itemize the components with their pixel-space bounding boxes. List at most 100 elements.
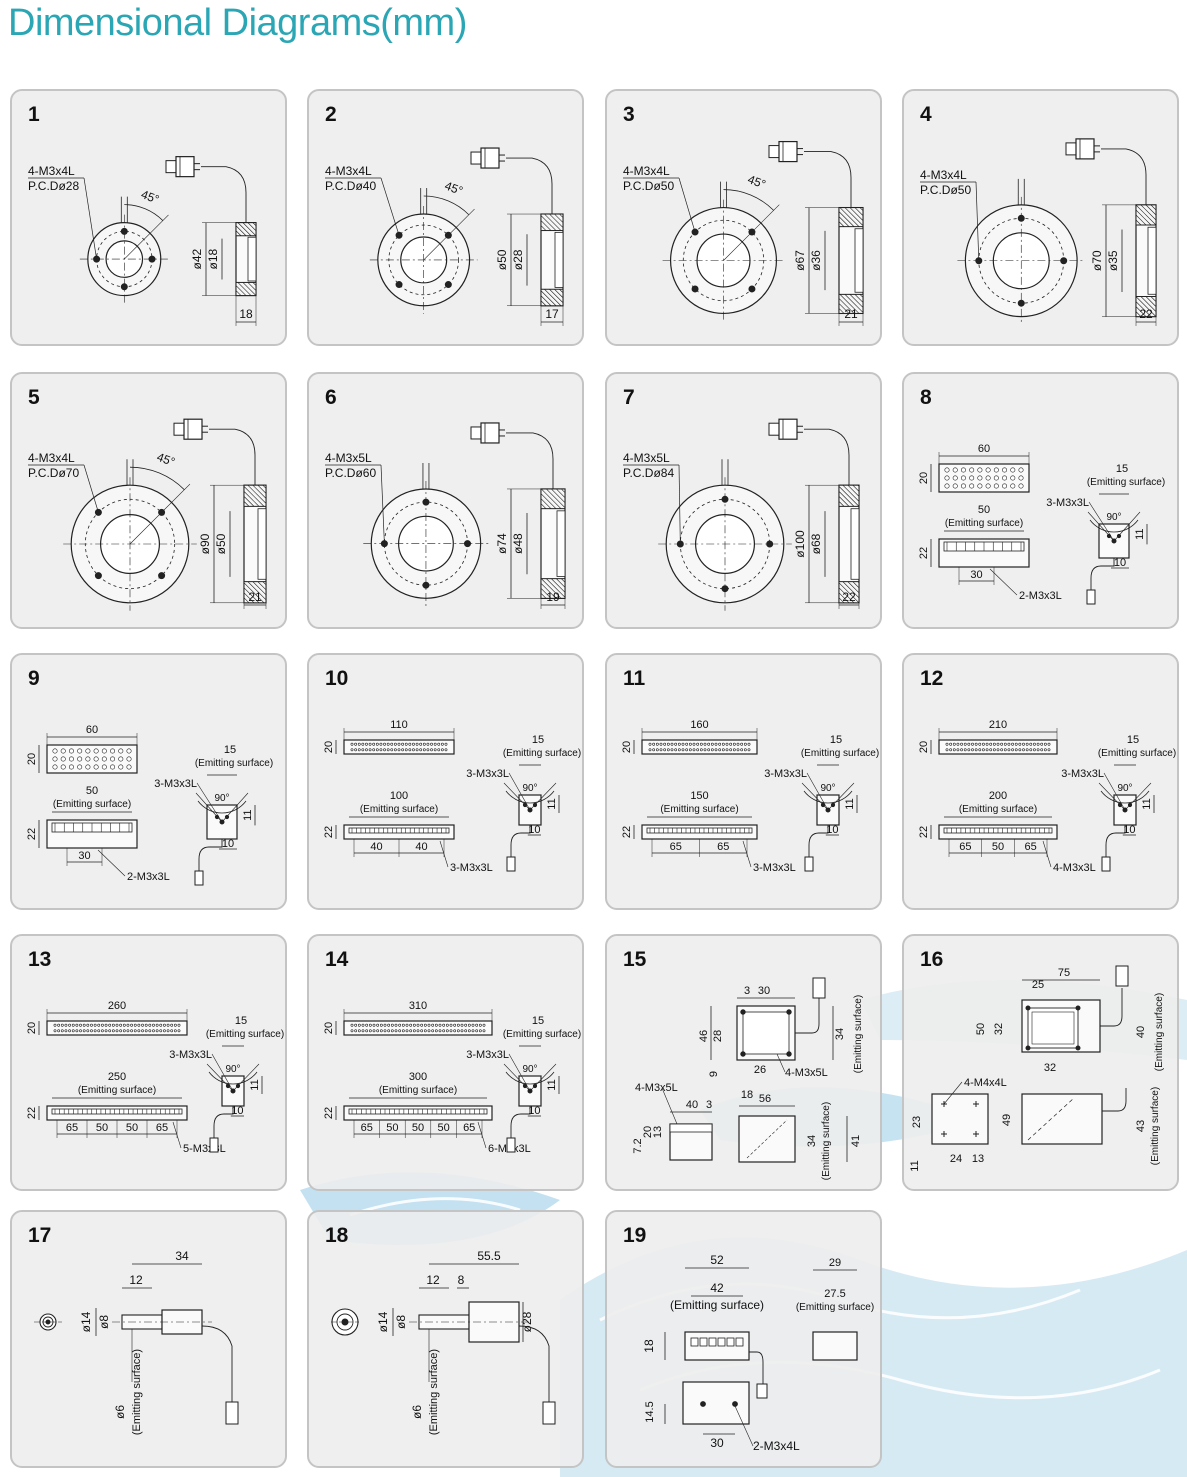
led-dot: [944, 467, 950, 473]
hatch-line: [859, 207, 864, 211]
led-dot: [967, 748, 971, 752]
led-dot: [90, 1029, 93, 1033]
led-dot: [982, 748, 985, 752]
dim-nose-d: ø8: [394, 1315, 408, 1329]
hatch-outline: [243, 484, 267, 507]
led-dot: [440, 742, 444, 746]
hatch-line: [235, 290, 242, 296]
led-dot: [52, 756, 58, 762]
dim-emit: 50: [86, 785, 98, 797]
led-dot: [729, 748, 733, 752]
led-dot: [960, 742, 963, 746]
led-dot: [397, 748, 401, 752]
led-dot: [148, 1023, 152, 1027]
led-dot: [445, 1023, 449, 1027]
led-dot: [394, 1029, 398, 1033]
dim-spacing: 50: [412, 1122, 424, 1134]
side-holes-callout: 3-M3x3L: [764, 768, 807, 780]
hatch-line: [838, 501, 845, 507]
led-dot: [397, 742, 401, 746]
led-dot: [482, 1023, 486, 1027]
led-dot: [354, 748, 358, 752]
angle-line: [827, 782, 855, 811]
hatch-line: [247, 222, 257, 231]
callout-leader: [439, 840, 449, 868]
callout-leader: [172, 1121, 182, 1149]
mounting-hole: [1075, 1045, 1081, 1051]
hatch-line: [839, 294, 860, 314]
dim-height: 20: [918, 472, 930, 484]
led-dot: [90, 1023, 93, 1027]
led-dot: [663, 742, 667, 746]
panel-number: 3: [623, 103, 635, 126]
pcd-callout: P.C.Dø40: [325, 179, 376, 193]
side-section-hatch-bottom: [235, 281, 257, 297]
led-dot: [372, 1023, 376, 1027]
side-diagonal: [746, 1119, 788, 1159]
cable-line: [510, 825, 531, 857]
panel-number: 5: [28, 386, 40, 409]
led-dot: [423, 1029, 427, 1033]
hatch-line: [541, 488, 562, 509]
side-emit-label: (Emitting surface): [796, 1302, 874, 1313]
led-dot: [1018, 748, 1022, 752]
led-dot: [404, 742, 408, 746]
dim-side-h: 11: [546, 1079, 558, 1090]
hatch-line: [540, 215, 557, 231]
callout-leader: [196, 782, 223, 823]
hatch-line: [857, 484, 860, 487]
led-dot: [703, 742, 707, 746]
led-dot: [989, 748, 993, 752]
led-dot: [963, 742, 967, 746]
angle-arc: [208, 1071, 258, 1085]
led-dot: [79, 1029, 82, 1033]
hatch-line: [549, 213, 564, 228]
led-dot: [110, 748, 116, 754]
led-dot: [732, 742, 736, 746]
led-dot: [110, 764, 116, 770]
cable-curve: [1101, 148, 1147, 205]
hatch-line: [842, 581, 860, 599]
mounting-hole: [148, 255, 156, 263]
led-dot: [354, 1023, 358, 1027]
led-dot: [956, 742, 960, 746]
mounting-hole: [444, 281, 452, 289]
angle-line: [129, 483, 191, 545]
plug-nub: [470, 151, 482, 165]
side-section-hatch-top: [235, 222, 257, 237]
led-dot: [372, 1029, 376, 1033]
dim-od: ø67: [793, 250, 807, 271]
hatch-line: [540, 493, 557, 509]
led-dot: [666, 742, 670, 746]
top-side-emit-label: (Emitting surface): [1154, 993, 1165, 1071]
hatch-line: [1135, 301, 1152, 317]
front-holes-callout: 4-M4x4L: [964, 1077, 1007, 1089]
led-dot: [394, 1023, 398, 1027]
dim-top-side: 40: [1135, 1026, 1147, 1038]
led-dot: [945, 748, 949, 752]
led-dot: [52, 764, 58, 770]
led-dot: [350, 748, 354, 752]
mounting-hole: [786, 1009, 792, 1015]
dim-front-w: 3: [706, 1099, 712, 1111]
dim-bottom-spacing: 30: [710, 1436, 724, 1450]
panel-number: 13: [28, 948, 52, 971]
dim-spacing: 65: [959, 841, 971, 853]
led-dot: [1007, 742, 1011, 746]
dim-side-h: 49: [1001, 1114, 1013, 1126]
dim-length: 260: [108, 1000, 126, 1012]
led-dot: [467, 1023, 471, 1027]
side-section-lens: [1147, 226, 1157, 295]
dim-id: ø35: [1106, 250, 1120, 271]
dim-front-v: 20: [642, 1126, 654, 1138]
led-dot: [387, 1029, 391, 1033]
led-dot: [415, 742, 419, 746]
panel-number: 4: [920, 103, 932, 126]
led-dot: [433, 748, 437, 752]
